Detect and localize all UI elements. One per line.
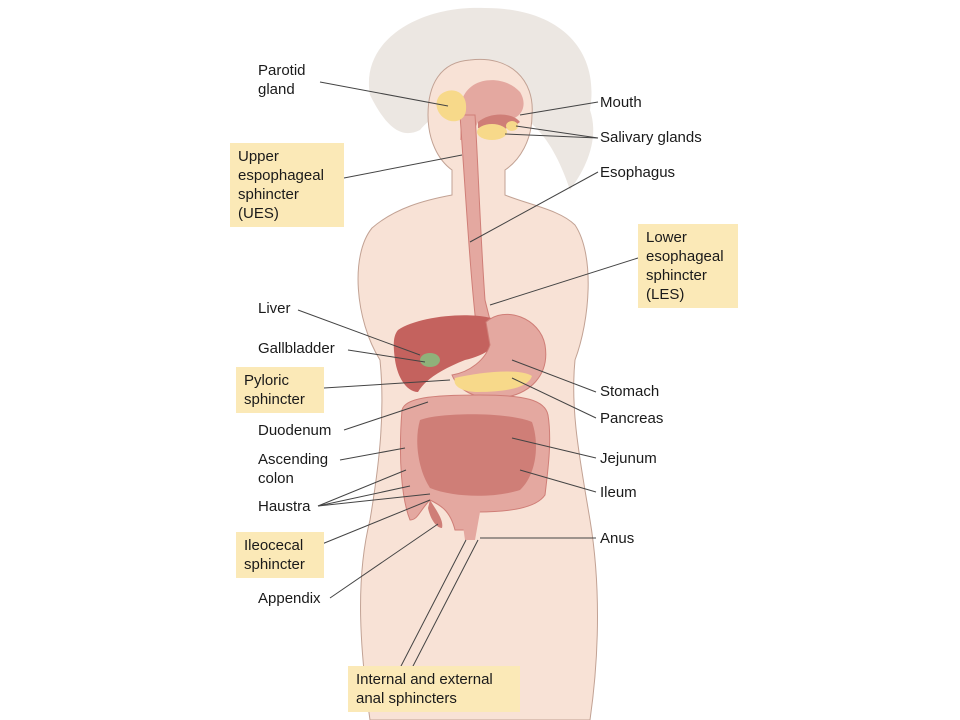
leader-line-anal-2 <box>411 539 479 669</box>
small-intestine-shape <box>417 414 536 496</box>
label-mouth: Mouth <box>600 94 642 111</box>
leader-line-ileocecal <box>321 499 431 545</box>
label-ascending-colon: Ascending colon <box>258 451 329 487</box>
label-pancreas: Pancreas <box>600 410 664 427</box>
parotid-gland-shape <box>436 90 467 122</box>
label-upper-esophageal-sphincter: Upper espophageal sphincter (UES) <box>230 143 344 227</box>
leader-line-haustra-3 <box>317 493 431 507</box>
label-gallbladder: Gallbladder <box>258 340 335 357</box>
leader-line-jejunum <box>511 437 597 459</box>
label-liver: Liver <box>258 300 291 317</box>
leader-line-ileum <box>519 469 597 493</box>
leader-line-les <box>489 257 639 306</box>
leader-line-ascending-colon <box>339 447 406 461</box>
leader-line-pancreas <box>511 377 597 419</box>
pancreas-shape <box>454 371 532 392</box>
label-appendix: Appendix <box>258 590 321 607</box>
leader-line-haustra-1 <box>317 469 407 507</box>
salivary-gland-shape <box>477 124 507 140</box>
label-haustra: Haustra <box>258 498 311 515</box>
leader-line-salivary-1 <box>515 125 599 139</box>
leader-line-duodenum <box>343 401 429 431</box>
label-ileum: Ileum <box>600 484 637 501</box>
leader-line-parotid <box>319 81 449 107</box>
rectum-shape <box>460 505 480 540</box>
liver-shape <box>393 315 504 392</box>
leader-line-pyloric <box>323 379 451 389</box>
leader-line-gallbladder <box>347 349 426 363</box>
label-duodenum: Duodenum <box>258 422 332 439</box>
leader-lines <box>297 81 639 669</box>
label-anal-sphincters: Internal and external anal sphincters <box>348 666 520 712</box>
label-jejunum: Jejunum <box>600 450 657 467</box>
leader-line-stomach <box>511 359 597 393</box>
label-ileocecal-sphincter: Ileocecal sphincter <box>236 532 324 578</box>
label-parotid-gland: Parotid gland <box>258 62 306 98</box>
leader-line-haustra-2 <box>317 485 411 507</box>
label-lower-esophageal-sphincter: Lower esophageal sphincter (LES) <box>638 224 738 308</box>
leader-line-esophagus <box>469 171 599 243</box>
salivary-gland-small-shape <box>506 121 518 131</box>
leader-line-salivary-2 <box>504 133 599 139</box>
label-stomach: Stomach <box>600 383 660 400</box>
gallbladder-shape <box>420 353 440 367</box>
appendix-shape <box>428 500 443 528</box>
leader-line-anal-1 <box>399 539 467 669</box>
label-anus: Anus <box>600 530 635 547</box>
leader-line-appendix <box>329 523 439 599</box>
leader-line-mouth <box>519 101 599 116</box>
leader-line-ues <box>343 154 463 179</box>
label-esophagus: Esophagus <box>600 164 676 181</box>
label-salivary-glands: Salivary glands <box>600 129 702 146</box>
leader-line-liver <box>297 309 421 356</box>
label-pyloric-sphincter: Pyloric sphincter <box>236 367 324 413</box>
